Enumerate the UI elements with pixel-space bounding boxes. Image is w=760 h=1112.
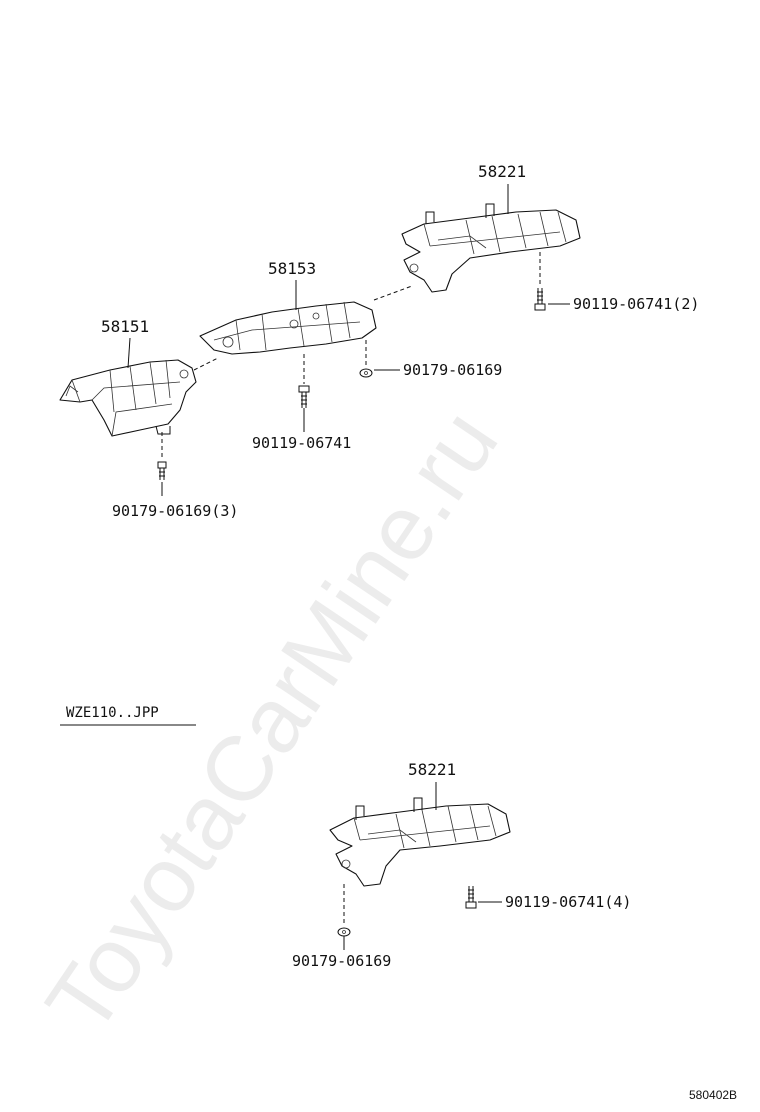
figure-code: 580402B [689, 1088, 737, 1102]
fastener-label-90119-06741-4: 90119-06741(4) [505, 893, 631, 911]
lower-assembly: WZE110..JPP 58221 90119-06741(4) [60, 705, 631, 970]
bolt-90119-06741-rear[interactable] [534, 288, 546, 311]
fastener-label-90179-06169: 90179-06169 [403, 361, 502, 379]
part-label-58153: 58153 [268, 259, 316, 278]
fastener-label-90179-06169-3: 90179-06169(3) [112, 502, 238, 520]
guide-line [373, 285, 413, 301]
fastener-label-90119-06741: 90119-06741 [252, 434, 351, 452]
part-label-58221: 58221 [478, 162, 526, 181]
bolt-90119-06741-center[interactable] [298, 385, 310, 408]
watermark: ToyotaCarMine.ru [27, 392, 518, 1051]
fastener-label-90179-06169-lower: 90179-06169 [292, 952, 391, 970]
leader-line [127, 337, 131, 369]
bolt-90119-06741-lower[interactable] [465, 886, 477, 909]
nut-90179-06169-lower[interactable] [337, 927, 351, 937]
guide-line [193, 357, 219, 371]
bolt-90179-06169-front[interactable] [157, 461, 167, 480]
part-label-58151: 58151 [101, 317, 149, 336]
variant-label: WZE110..JPP [66, 705, 159, 721]
upper-assembly: 58151 58153 58221 90179-06169(3) 90119-0… [59, 162, 699, 520]
part-label-58221-lower: 58221 [408, 760, 456, 779]
heat-insulator-58151[interactable] [59, 359, 197, 437]
heat-insulator-58221-lower[interactable] [329, 797, 511, 887]
nut-90179-06169-center[interactable] [359, 368, 373, 378]
heat-insulator-58153[interactable] [199, 301, 377, 355]
heat-insulator-58221[interactable] [401, 203, 581, 293]
fastener-label-90119-06741-2: 90119-06741(2) [573, 295, 699, 313]
